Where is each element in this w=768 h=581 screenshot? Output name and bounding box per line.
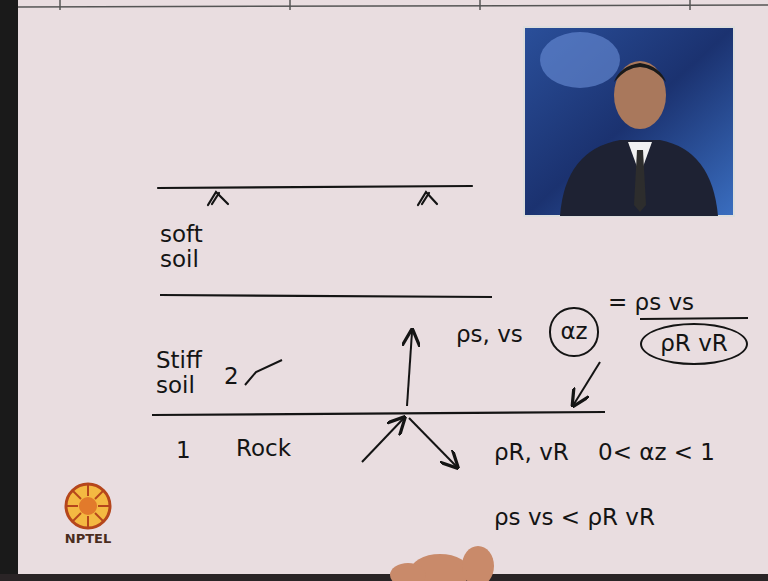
- fraction-bar: [640, 318, 748, 319]
- ruler-ticks: [60, 0, 690, 10]
- rock-property: ρR, vR: [494, 440, 569, 465]
- bridge-deck: [158, 186, 472, 205]
- impedance-inequality: ρs vs < ρR vR: [494, 505, 655, 530]
- layer-name: Stiff soil: [156, 348, 202, 399]
- layer-boundary: [152, 412, 605, 415]
- ratio-range: 0< αz < 1: [598, 440, 715, 465]
- logo-text: NPTEL: [65, 532, 111, 546]
- frame-edge: [0, 574, 768, 581]
- circled-symbol: αz: [549, 307, 598, 356]
- layer-boundary: [160, 295, 492, 297]
- node-text: αz: [560, 319, 587, 344]
- video-inset: [524, 27, 734, 216]
- layer-name: soft soil: [160, 222, 203, 273]
- page-edge: [18, 5, 768, 7]
- tick-mark: [245, 360, 282, 385]
- hand: [390, 546, 494, 581]
- node-text: ρR vR: [660, 331, 727, 356]
- layer-name: Rock: [236, 436, 291, 461]
- soil-property: ρs, vs: [456, 322, 523, 347]
- nptel-logo: [66, 484, 110, 528]
- circled-denominator: ρR vR: [640, 323, 748, 365]
- equation-numerator: = ρs vs: [608, 290, 694, 315]
- layer-number: 2: [224, 364, 239, 389]
- wave-arrows: [362, 332, 456, 466]
- leader-arrow: [574, 362, 600, 404]
- layer-number: 1: [176, 438, 191, 463]
- frame-edge: [0, 0, 18, 581]
